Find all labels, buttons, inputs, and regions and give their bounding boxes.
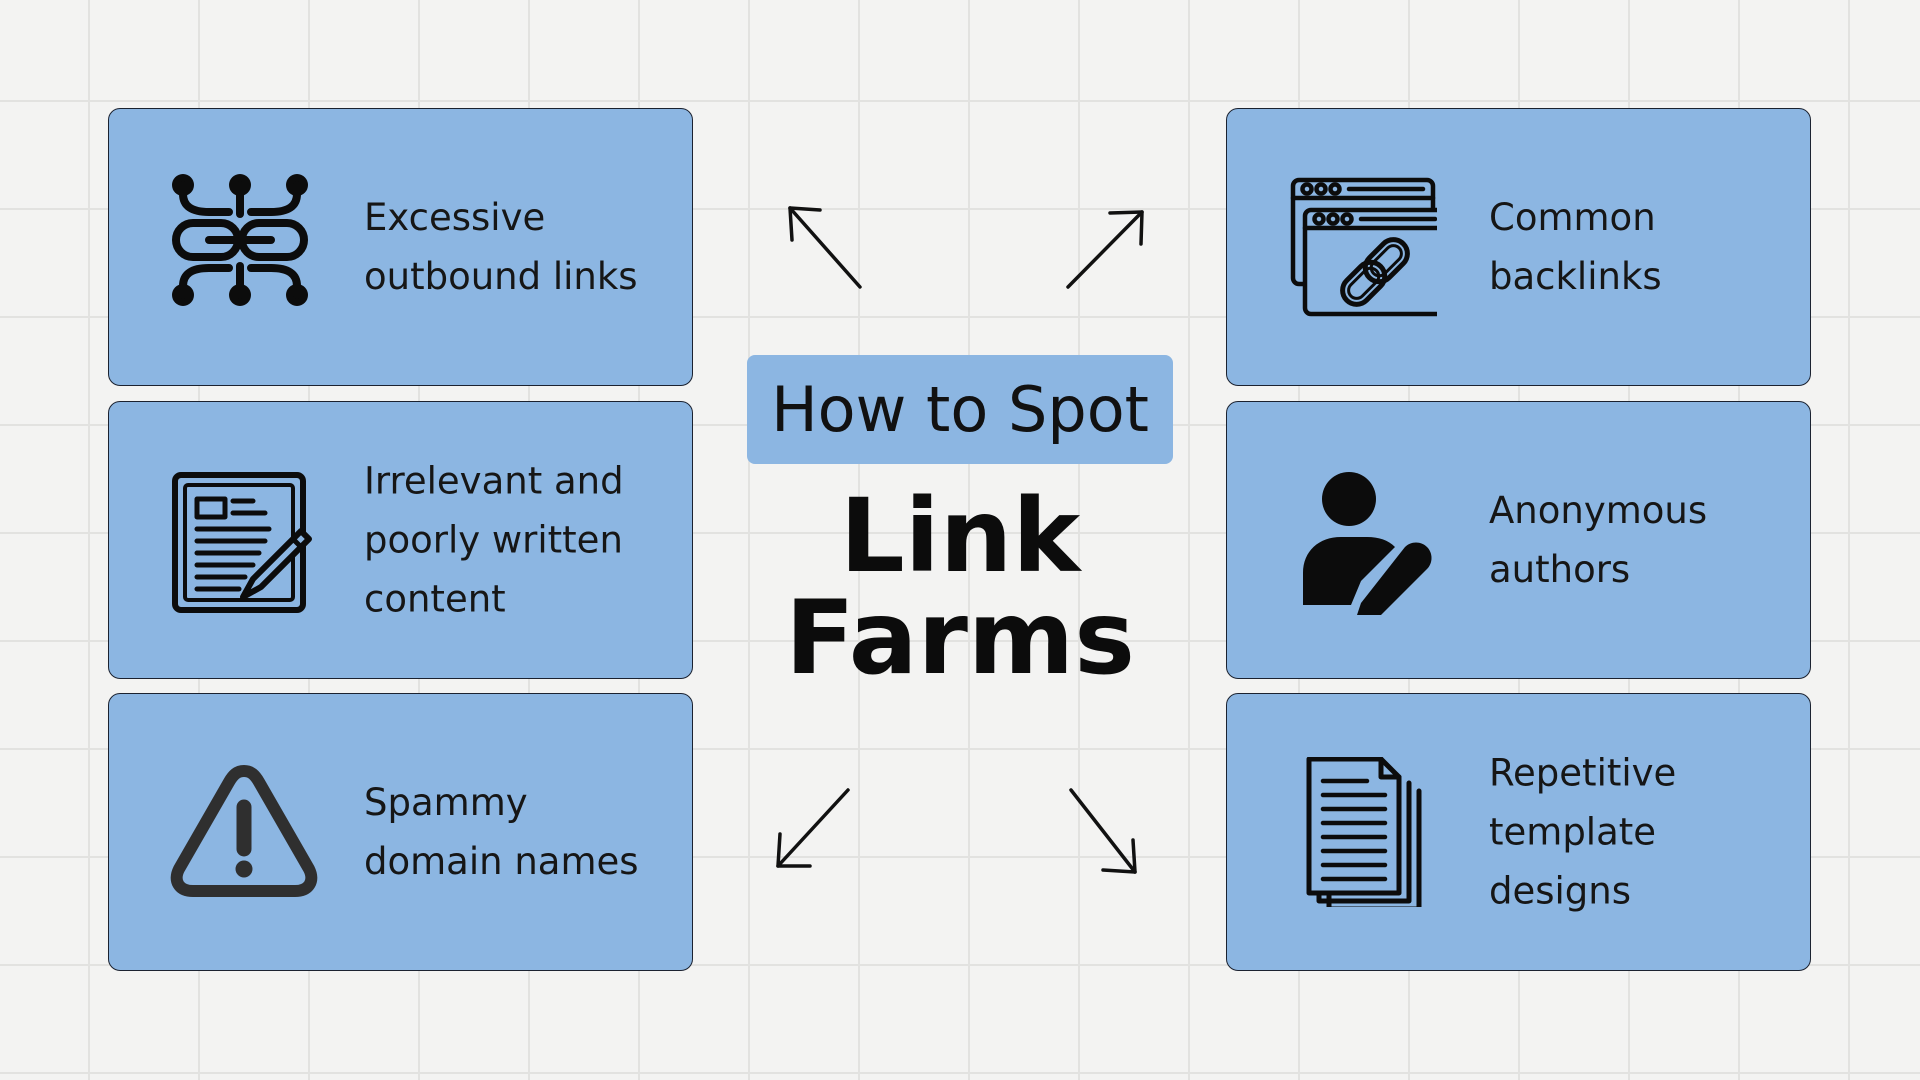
arrow-up-right-icon bbox=[1060, 200, 1170, 310]
card-label: Spammy domain names bbox=[364, 781, 639, 883]
subtitle-badge: How to Spot bbox=[747, 355, 1173, 464]
stacked-documents-icon bbox=[1287, 757, 1437, 907]
warning-icon bbox=[169, 757, 319, 907]
card-label: Excessive outbound links bbox=[364, 196, 638, 298]
browser-link-icon bbox=[1287, 172, 1437, 322]
card-label: Common backlinks bbox=[1489, 196, 1662, 298]
user-edit-icon bbox=[1287, 465, 1437, 615]
page-title-text: Link Farms bbox=[785, 477, 1135, 698]
arrow-up-left-icon bbox=[780, 200, 890, 310]
card-repetitive-template-designs: Repetitive template designs bbox=[1226, 693, 1811, 971]
card-label: Irrelevant and poorly written content bbox=[364, 459, 624, 621]
card-label: Repetitive template designs bbox=[1489, 751, 1677, 913]
page-title: Link Farms bbox=[660, 486, 1260, 690]
network-links-icon bbox=[169, 172, 319, 322]
document-edit-icon bbox=[169, 465, 319, 615]
card-anonymous-authors: Anonymous authors bbox=[1226, 401, 1811, 679]
arrow-down-right-icon bbox=[1065, 780, 1175, 890]
card-irrelevant-content: Irrelevant and poorly written content bbox=[108, 401, 693, 679]
card-label: Anonymous authors bbox=[1489, 489, 1708, 591]
card-common-backlinks: Common backlinks bbox=[1226, 108, 1811, 386]
arrow-down-left-icon bbox=[770, 780, 880, 890]
card-spammy-domain-names: Spammy domain names bbox=[108, 693, 693, 971]
card-excessive-outbound-links: Excessive outbound links bbox=[108, 108, 693, 386]
subtitle-text: How to Spot bbox=[771, 373, 1149, 446]
